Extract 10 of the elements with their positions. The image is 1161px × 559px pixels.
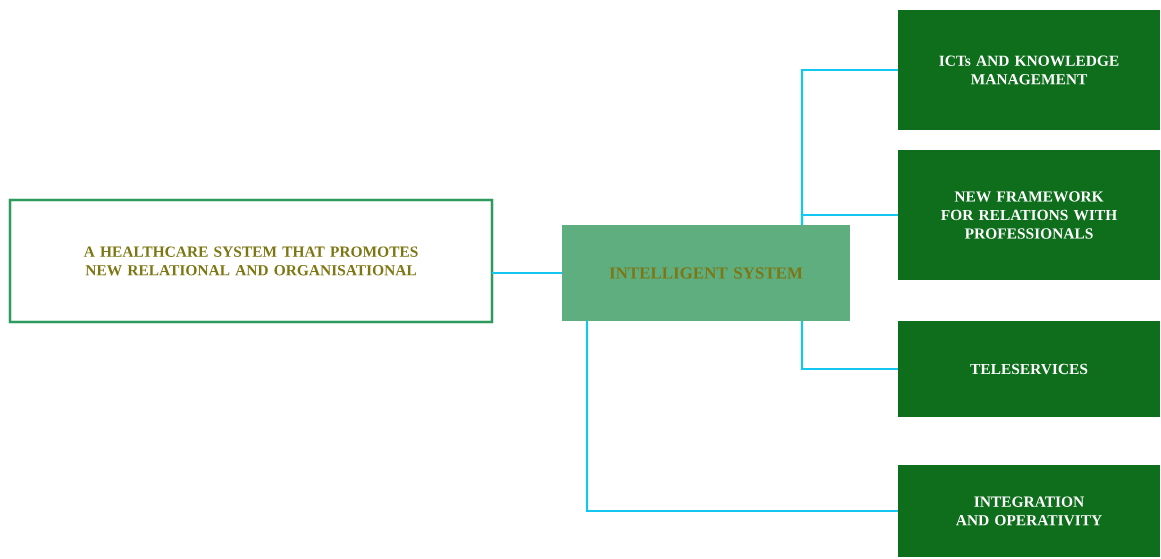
topic-box: ICTs AND KNOWLEDGE MANAGEMENT: [898, 10, 1160, 130]
statement-box: A HEALTHCARE SYSTEM THAT PROMOTES NEW RELATIONAL AND ORGANISATIONAL: [8, 198, 494, 324]
topic-box: NEW FRAMEWORK FOR RELATIONS WITH PROFESSIONALS: [898, 150, 1160, 280]
center-box: INTELLIGENT SYSTEM: [562, 225, 850, 321]
topic-box: INTEGRATION AND OPERATIVITY: [898, 465, 1160, 557]
connector: [492, 271, 562, 275]
topic-box: TELESERVICES: [898, 321, 1160, 417]
connector: [585, 321, 898, 513]
connector: [800, 213, 898, 225]
connector: [800, 321, 898, 371]
